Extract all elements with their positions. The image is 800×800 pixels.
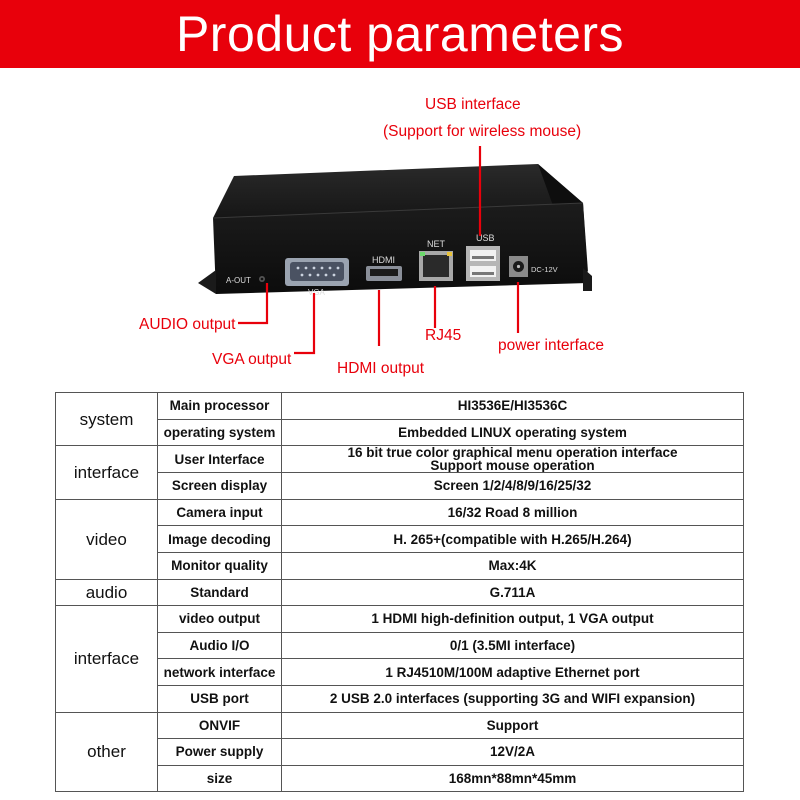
spec-param: Screen display: [157, 472, 282, 500]
spec-param: Audio I/O: [157, 631, 282, 660]
spec-value-line: Screen 1/2/4/8/9/16/25/32: [433, 478, 592, 494]
callout-power-interface: power interface: [498, 337, 604, 354]
hdmi-port: [366, 266, 402, 281]
spec-param: video output: [157, 605, 282, 633]
table-row: Monitor quality Max:4K: [56, 551, 744, 580]
spec-value: Max:4K: [281, 551, 744, 580]
spec-value: 16/32 Road 8 million: [281, 498, 744, 527]
spec-value-line: Support: [486, 717, 539, 733]
audio-out-port: [259, 276, 265, 282]
label-hdmi: HDMI: [372, 255, 395, 265]
spec-category: interface: [55, 445, 158, 500]
spec-value-line: 1 RJ4510M/100M adaptive Ethernet port: [385, 664, 640, 680]
label-vga: VGA: [308, 288, 326, 297]
spec-value: 2 USB 2.0 interfaces (supporting 3G and …: [281, 684, 744, 713]
spec-value-line: G.711A: [489, 584, 536, 600]
callout-usb-note: (Support for wireless mouse): [383, 123, 582, 140]
spec-value-line: Support mouse operation: [430, 458, 595, 473]
spec-param: Main processor: [157, 392, 282, 420]
spec-value: 0/1 (3.5MI interface): [281, 631, 744, 660]
table-row: Power supply 12V/2A: [56, 738, 744, 766]
spec-value-line: 168mn*88mn*45mm: [448, 771, 577, 787]
spec-param: Monitor quality: [157, 551, 282, 580]
spec-value-line: H. 265+(compatible with H.265/H.264): [393, 531, 632, 547]
label-dc: DC-12V: [531, 265, 558, 274]
spec-param: operating system: [157, 418, 282, 447]
spec-value-line: Embedded LINUX operating system: [398, 424, 627, 440]
spec-value-line: Max:4K: [488, 558, 537, 574]
spec-value: 1 HDMI high-definition output, 1 VGA out…: [281, 605, 744, 633]
spec-value: Support: [281, 711, 744, 740]
callout-vga-output: VGA output: [212, 351, 292, 368]
spec-value-line: 0/1 (3.5MI interface): [449, 638, 576, 654]
table-row: operating system Embedded LINUX operating…: [56, 418, 744, 447]
label-usb: USB: [476, 233, 495, 243]
header-banner: Product parameters: [0, 0, 800, 68]
spec-param: size: [157, 764, 282, 793]
table-row: Screen display Screen 1/2/4/8/9/16/25/32: [56, 472, 744, 500]
spec-value: 168mn*88mn*45mm: [281, 764, 744, 793]
vga-port: [285, 258, 349, 286]
spec-value: 1 RJ4510M/100M adaptive Ethernet port: [281, 658, 744, 686]
callout-hdmi-output: HDMI output: [337, 360, 425, 377]
table-row: size 168mn*88mn*45mm: [56, 764, 744, 793]
dc-power-port: [509, 256, 528, 277]
spec-param: network interface: [157, 658, 282, 686]
spec-category: other: [55, 711, 158, 793]
spec-value: Screen 1/2/4/8/9/16/25/32: [281, 472, 744, 500]
spec-param: Standard: [157, 578, 282, 607]
spec-param: ONVIF: [157, 711, 282, 740]
spec-value: HI3536E/HI3536C: [281, 392, 744, 420]
spec-value: Embedded LINUX operating system: [281, 418, 744, 447]
net-port: [419, 251, 453, 281]
table-row: network interface 1 RJ4510M/100M adaptive…: [56, 658, 744, 686]
spec-param: Camera input: [157, 498, 282, 527]
usb-ports: [466, 246, 500, 281]
spec-value-line: 1 HDMI high-definition output, 1 VGA out…: [371, 611, 654, 627]
spec-param: USB port: [157, 684, 282, 713]
spec-value-line: 12V/2A: [489, 744, 536, 760]
spec-value-line: 16/32 Road 8 million: [447, 505, 578, 521]
spec-value-line: HI3536E/HI3536C: [457, 398, 568, 414]
table-row: Image decoding H. 265+(compatible with H.…: [56, 525, 744, 553]
spec-value-line: 2 USB 2.0 interfaces (supporting 3G and …: [329, 691, 696, 707]
callout-leaders: [238, 146, 520, 355]
device-illustration: A-OUT VGA HDMI NET USB DC-12V: [198, 146, 592, 355]
page-title: Product parameters: [175, 6, 625, 62]
spec-category: video: [55, 498, 158, 580]
callout-audio-output: AUDIO output: [139, 316, 236, 333]
table-row: USB port 2 USB 2.0 interfaces (supporting…: [56, 684, 744, 713]
spec-value: G.711A: [281, 578, 744, 607]
label-net: NET: [427, 239, 446, 249]
spec-category: interface: [55, 605, 158, 713]
spec-param: Image decoding: [157, 525, 282, 553]
spec-value-line: 16 bit true color graphical menu operati…: [347, 445, 678, 461]
spec-category: audio: [55, 578, 158, 607]
label-a-out: A-OUT: [226, 276, 251, 285]
spec-value: 12V/2A: [281, 738, 744, 766]
spec-value: 16 bit true color graphical menu operati…: [281, 445, 744, 474]
spec-value: H. 265+(compatible with H.265/H.264): [281, 525, 744, 553]
spec-category: system: [55, 391, 158, 447]
spec-param: User Interface: [157, 445, 282, 474]
callout-rj45: RJ45: [425, 327, 462, 344]
spec-param: Power supply: [157, 738, 282, 766]
table-row: Audio I/O 0/1 (3.5MI interface): [56, 631, 744, 660]
callout-usb-interface: USB interface: [425, 96, 521, 113]
